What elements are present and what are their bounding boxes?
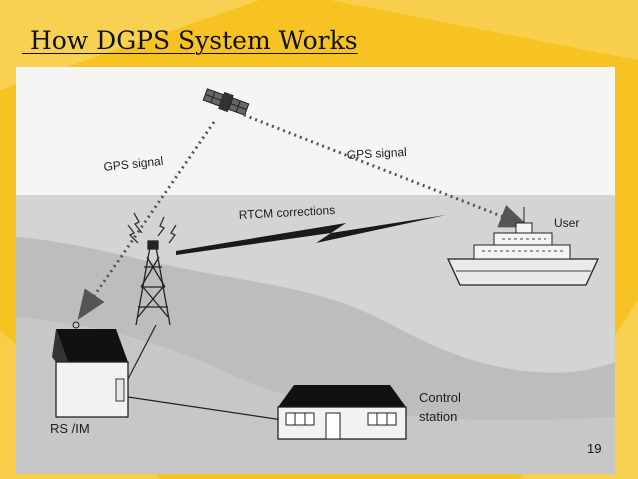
control-station-label-line1: Control xyxy=(419,390,461,405)
satellite-icon xyxy=(202,88,250,116)
gps-signal-arrow-right xyxy=(243,113,530,228)
rtcm-corrections-bolt xyxy=(176,215,446,255)
radio-waves-icon xyxy=(127,212,177,244)
control-station-building-icon xyxy=(277,385,407,440)
user-label: User xyxy=(554,216,579,230)
page-number: 19 xyxy=(587,441,602,456)
sky-background xyxy=(16,67,615,197)
control-station-label-line2: station xyxy=(419,409,457,424)
gps-signal-label-right: GPS signal xyxy=(346,145,407,162)
slide-title: How DGPS System Works xyxy=(22,26,358,55)
control-link-line xyxy=(127,396,297,423)
transmission-tower-icon xyxy=(135,240,171,326)
reference-station-building-icon xyxy=(52,321,129,418)
rtcm-corrections-label: RTCM corrections xyxy=(238,203,335,222)
station-connection-line xyxy=(127,324,157,380)
dgps-diagram: GPS signal GPS signal RTCM corrections U… xyxy=(16,67,615,474)
rs-im-label: RS /IM xyxy=(50,421,90,436)
gps-signal-label-left: GPS signal xyxy=(103,154,164,174)
ship-icon xyxy=(446,207,600,286)
foreground-terrain xyxy=(16,317,615,474)
